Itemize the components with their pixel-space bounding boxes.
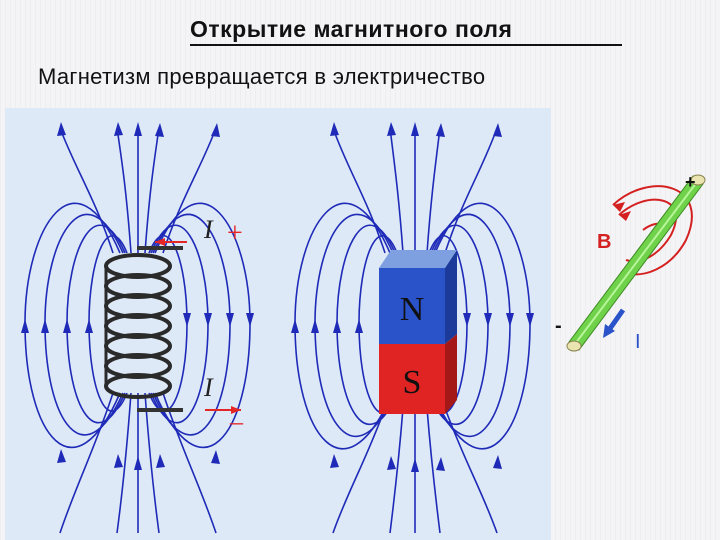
coil-current-top-label: I bbox=[203, 215, 214, 244]
magnet-field-arrows bbox=[291, 122, 534, 472]
coil-field-lines bbox=[24, 127, 251, 534]
page-title: Открытие магнитного поля bbox=[190, 16, 622, 46]
bar-magnet bbox=[379, 250, 457, 414]
coil-current-arrows bbox=[155, 238, 241, 414]
current-arrow bbox=[603, 308, 626, 338]
coil-current-bottom-label: I bbox=[203, 373, 214, 402]
wire-rod bbox=[566, 174, 706, 352]
wire-current-label: I bbox=[635, 331, 641, 353]
coil-field-arrows bbox=[21, 122, 254, 470]
magnet-north-label: N bbox=[400, 291, 425, 328]
solenoid-coil bbox=[104, 246, 183, 412]
wire-minus-label: - bbox=[555, 315, 562, 337]
magnet-south-label: S bbox=[403, 364, 422, 401]
coil-plus-label: + bbox=[227, 218, 243, 249]
wire-plus-label: + bbox=[685, 172, 696, 192]
wire-field-diagram: + - B I bbox=[551, 160, 720, 380]
page-subtitle: Магнетизм превращается в электричество bbox=[38, 64, 486, 89]
field-lines-panel: I + I – bbox=[5, 108, 551, 540]
field-b-label: B bbox=[597, 231, 611, 253]
coil-minus-label: – bbox=[229, 407, 244, 436]
ring-arrows bbox=[613, 202, 631, 221]
